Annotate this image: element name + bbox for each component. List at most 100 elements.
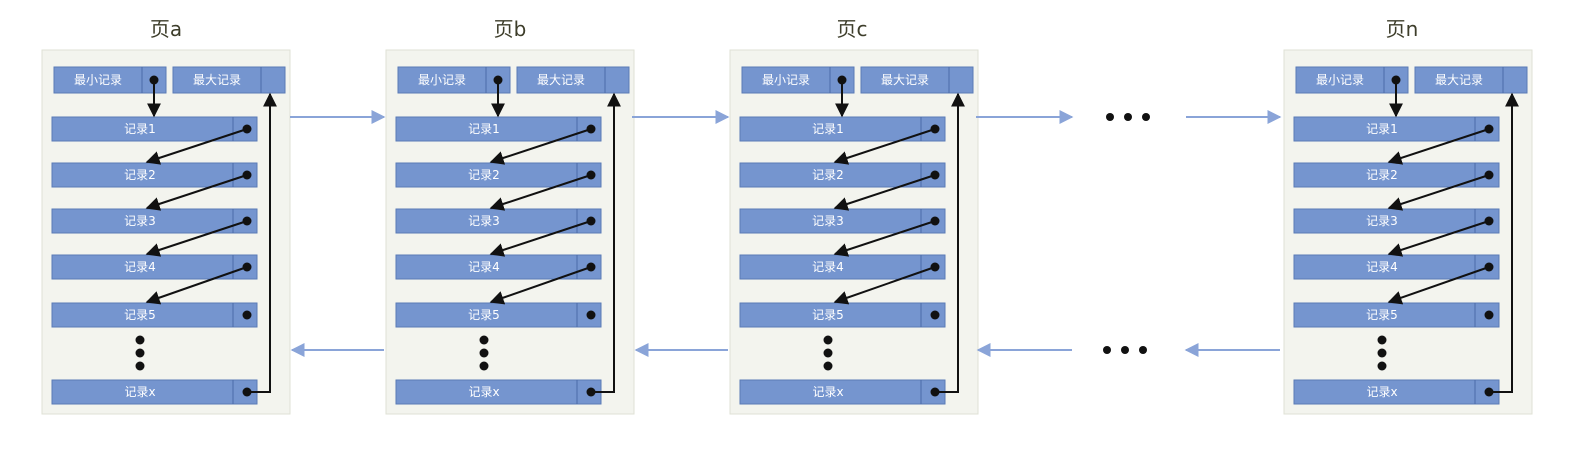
max-record-label: 最大记录	[881, 73, 929, 87]
record-next-pointer	[489, 174, 592, 211]
max-record-label: 最大记录	[537, 73, 585, 87]
last-record-box: 记录x	[51, 379, 258, 405]
record-label: 记录5	[812, 308, 844, 322]
record-box: 记录3	[1293, 208, 1500, 234]
min-record-label: 最小记录	[762, 73, 810, 87]
max-record-box: 最大记录	[516, 66, 630, 94]
page-1: 页a最小记录最大记录记录1记录2记录3记录4记录5记录x	[41, 17, 291, 415]
page-ellipsis-dot	[1124, 113, 1132, 121]
record-label: 记录5	[1366, 308, 1398, 322]
next-record-pointer-dot	[930, 310, 940, 320]
min-record-box: 最小记录	[397, 66, 511, 94]
page-ellipsis-dot	[1142, 113, 1150, 121]
record-next-pointer	[1387, 266, 1490, 305]
page-title: 页c	[837, 17, 868, 41]
record-label: 记录2	[124, 168, 156, 182]
page-title: 页n	[1386, 17, 1419, 41]
record-label: 记录1	[468, 122, 500, 136]
record-label: 记录3	[468, 214, 500, 228]
record-ellipsis-dot	[479, 335, 489, 345]
record-box: 记录3	[51, 208, 258, 234]
page-ellipsis-dot	[1103, 346, 1111, 354]
last-to-max-pointer	[1489, 92, 1519, 393]
min-record-label: 最小记录	[418, 73, 466, 87]
record-label: 记录2	[1366, 168, 1398, 182]
page-ellipsis-dot	[1106, 113, 1114, 121]
last-to-max-pointer	[591, 92, 621, 393]
record-label: 记录4	[812, 260, 844, 274]
next-record-pointer-dot	[242, 310, 252, 320]
record-next-pointer	[1387, 220, 1490, 257]
last-to-max-pointer	[247, 92, 277, 393]
record-next-pointer	[145, 128, 248, 165]
record-next-pointer	[145, 220, 248, 257]
record-next-pointer	[833, 266, 936, 305]
record-next-pointer	[833, 174, 936, 211]
record-label: 记录5	[468, 308, 500, 322]
min-record-label: 最小记录	[1316, 73, 1364, 87]
record-ellipsis-dot	[135, 348, 145, 358]
record-box: 记录3	[739, 208, 946, 234]
max-record-box: 最大记录	[1414, 66, 1528, 94]
record-box: 记录5	[739, 302, 946, 328]
last-record-label: 记录x	[468, 385, 499, 399]
next-record-pointer-dot	[586, 310, 596, 320]
record-next-pointer	[489, 128, 592, 165]
record-label: 记录1	[812, 122, 844, 136]
record-box: 记录1	[739, 116, 946, 142]
record-box: 记录2	[395, 162, 602, 188]
record-next-pointer	[1387, 174, 1490, 211]
record-ellipsis-dot	[1377, 361, 1387, 371]
record-box: 记录2	[1293, 162, 1500, 188]
record-next-pointer	[833, 220, 936, 257]
record-box: 记录2	[51, 162, 258, 188]
last-record-label: 记录x	[812, 385, 843, 399]
min-record-box: 最小记录	[741, 66, 855, 94]
record-box: 记录4	[395, 254, 602, 280]
max-record-box: 最大记录	[860, 66, 974, 94]
record-next-pointer	[833, 128, 936, 165]
record-next-pointer	[145, 174, 248, 211]
record-next-pointer	[145, 266, 248, 305]
record-label: 记录5	[124, 308, 156, 322]
record-ellipsis-dot	[823, 348, 833, 358]
record-ellipsis-dot	[135, 335, 145, 345]
record-label: 记录1	[1366, 122, 1398, 136]
page-ellipsis-dot	[1139, 346, 1147, 354]
min-record-box: 最小记录	[53, 66, 167, 94]
page-title: 页b	[494, 17, 527, 41]
record-box: 记录4	[1293, 254, 1500, 280]
min-record-label: 最小记录	[74, 73, 122, 87]
record-label: 记录3	[1366, 214, 1398, 228]
record-ellipsis-dot	[823, 335, 833, 345]
record-ellipsis-dot	[479, 361, 489, 371]
record-box: 记录5	[395, 302, 602, 328]
record-ellipsis-dot	[479, 348, 489, 358]
last-record-label: 记录x	[1366, 385, 1397, 399]
last-record-box: 记录x	[739, 379, 946, 405]
record-box: 记录2	[739, 162, 946, 188]
max-record-label: 最大记录	[193, 73, 241, 87]
record-label: 记录2	[812, 168, 844, 182]
record-ellipsis-dot	[1377, 348, 1387, 358]
record-ellipsis-dot	[135, 361, 145, 371]
record-box: 记录1	[51, 116, 258, 142]
record-label: 记录4	[124, 260, 156, 274]
record-label: 记录3	[812, 214, 844, 228]
record-box: 记录5	[1293, 302, 1500, 328]
record-label: 记录2	[468, 168, 500, 182]
record-next-pointer	[1387, 128, 1490, 165]
record-box: 记录4	[739, 254, 946, 280]
record-label: 记录1	[124, 122, 156, 136]
min-record-box: 最小记录	[1295, 66, 1409, 94]
last-record-box: 记录x	[1293, 379, 1500, 405]
last-record-box: 记录x	[395, 379, 602, 405]
record-ellipsis-dot	[823, 361, 833, 371]
record-box: 记录1	[1293, 116, 1500, 142]
record-box: 记录3	[395, 208, 602, 234]
record-label: 记录4	[1366, 260, 1398, 274]
record-box: 记录1	[395, 116, 602, 142]
